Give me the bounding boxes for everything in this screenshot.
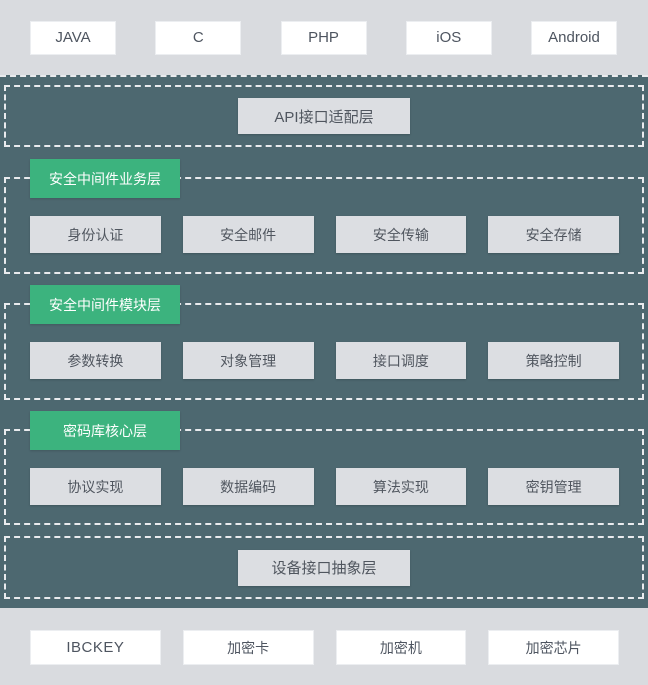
architecture-stack: API接口适配层 安全中间件业务层 身份认证 安全邮件 安全传输 安全存储 安全… xyxy=(0,75,648,608)
module-item-interface-dispatch: 接口调度 xyxy=(335,342,467,379)
hardware-row: IBCKEY 加密卡 加密机 加密芯片 xyxy=(0,608,648,685)
platform-c: C xyxy=(155,20,242,55)
section-crypto-core-layer: 密码库核心层 协议实现 数据编码 算法实现 密钥管理 xyxy=(4,411,644,525)
device-encrypt-machine: 加密机 xyxy=(335,630,467,665)
section-device-abstraction-layer: 设备接口抽象层 xyxy=(4,536,644,599)
device-abstraction-section: 设备接口抽象层 xyxy=(4,536,644,599)
module-item-object-manage: 对象管理 xyxy=(182,342,314,379)
business-item-secure-transfer: 安全传输 xyxy=(335,216,467,253)
module-item-policy-control: 策略控制 xyxy=(488,342,619,379)
section-middleware-module-layer: 安全中间件模块层 参数转换 对象管理 接口调度 策略控制 xyxy=(4,285,644,400)
platform-php: PHP xyxy=(280,20,367,55)
core-item-protocol-impl: 协议实现 xyxy=(30,468,161,505)
api-adapter-layer-box: API接口适配层 xyxy=(238,98,410,134)
core-item-algorithm-impl: 算法实现 xyxy=(335,468,467,505)
platform-ios: iOS xyxy=(405,20,492,55)
business-item-identity-auth: 身份认证 xyxy=(30,216,161,253)
business-item-secure-mail: 安全邮件 xyxy=(182,216,314,253)
platform-row: JAVA C PHP iOS Android xyxy=(0,0,648,75)
module-layer-title: 安全中间件模块层 xyxy=(30,285,180,324)
core-item-key-manage: 密钥管理 xyxy=(488,468,619,505)
module-item-param-convert: 参数转换 xyxy=(30,342,161,379)
business-layer-title: 安全中间件业务层 xyxy=(30,159,180,198)
module-layer-row: 参数转换 对象管理 接口调度 策略控制 xyxy=(4,303,644,400)
section-middleware-business-layer: 安全中间件业务层 身份认证 安全邮件 安全传输 安全存储 xyxy=(4,159,644,274)
core-layer-title: 密码库核心层 xyxy=(30,411,180,450)
device-encrypt-card: 加密卡 xyxy=(182,630,314,665)
device-abstraction-layer-box: 设备接口抽象层 xyxy=(238,549,410,586)
business-layer-row: 身份认证 安全邮件 安全传输 安全存储 xyxy=(4,177,644,274)
core-layer-row: 协议实现 数据编码 算法实现 密钥管理 xyxy=(4,429,644,525)
device-ibckey: IBCKEY xyxy=(30,630,161,665)
section-api-adapter-layer: API接口适配层 xyxy=(4,85,644,147)
platform-android: Android xyxy=(531,20,617,55)
business-item-secure-storage: 安全存储 xyxy=(488,216,619,253)
device-encrypt-chip: 加密芯片 xyxy=(488,630,619,665)
core-item-data-encoding: 数据编码 xyxy=(182,468,314,505)
platform-java: JAVA xyxy=(30,20,116,55)
